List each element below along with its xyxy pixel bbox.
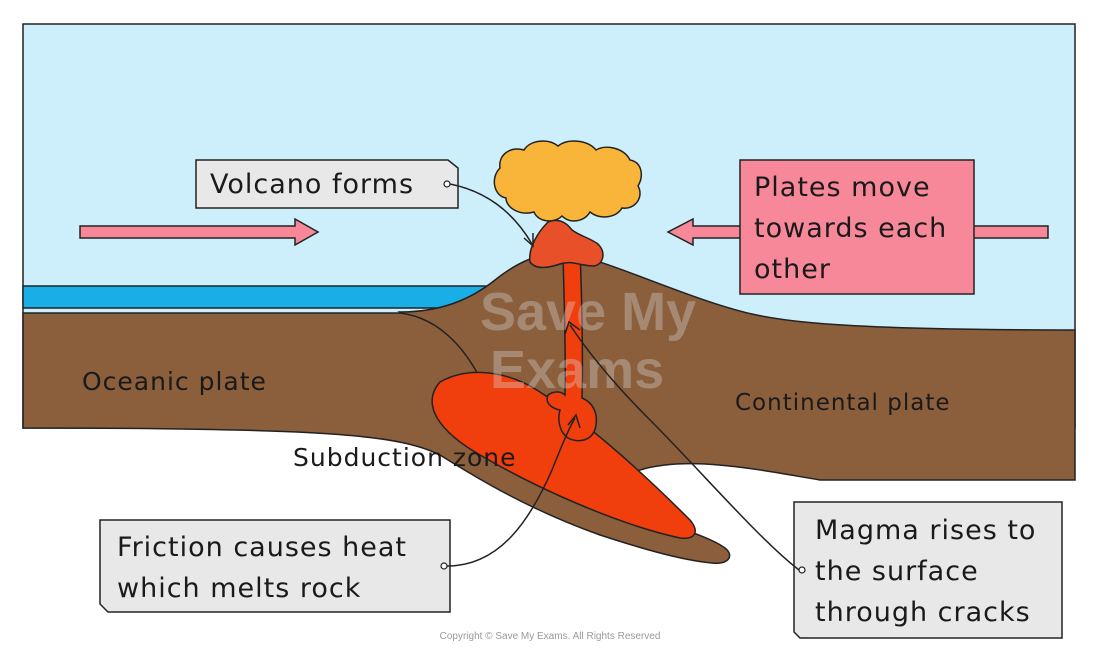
magma-box: Magma rises to the surface through crack… [793, 501, 1063, 639]
volcano-forms-box: Volcano forms [195, 159, 459, 209]
continental-plate-label: Continental plate [735, 390, 951, 416]
sea [22, 285, 513, 309]
arrow-right-icon [79, 217, 320, 247]
arrowhead-icon [567, 413, 581, 429]
volcano-forms-label: Volcano forms [210, 169, 414, 200]
friction-line-1: Friction causes heat [117, 532, 407, 563]
svg-text:Exams: Exams [490, 340, 664, 400]
subduction-zone-label: Subduction zone [293, 443, 517, 472]
arrowhead-icon [523, 233, 534, 248]
volcano-vent [529, 219, 604, 269]
arrowhead-icon [564, 320, 581, 335]
magma-line-3: through cracks [815, 597, 1031, 628]
friction-box: Friction causes heat which melts rock [99, 519, 451, 613]
friction-pointer [446, 417, 576, 567]
magma-chamber [431, 371, 696, 540]
watermark: Save My Exams [480, 282, 696, 400]
plates-move-box: Plates move towards each other [739, 159, 975, 295]
ash-cloud [493, 140, 643, 222]
plates-move-line-2: towards each [754, 213, 947, 244]
friction-line-2: which melts rock [117, 573, 361, 604]
volcano-forms-pointer [449, 183, 533, 245]
magma-line-2: the surface [815, 556, 979, 587]
plates-move-line-3: other [754, 254, 831, 285]
svg-text:Save My: Save My [480, 282, 696, 342]
oceanic-plate-label: Oceanic plate [82, 367, 267, 396]
magma-pointer [569, 324, 800, 571]
plates-move-line-1: Plates move [754, 172, 931, 203]
magma-line-1: Magma rises to [815, 515, 1036, 546]
magma-conduit [546, 251, 598, 442]
copyright-text: Copyright © Save My Exams. All Rights Re… [440, 631, 661, 642]
